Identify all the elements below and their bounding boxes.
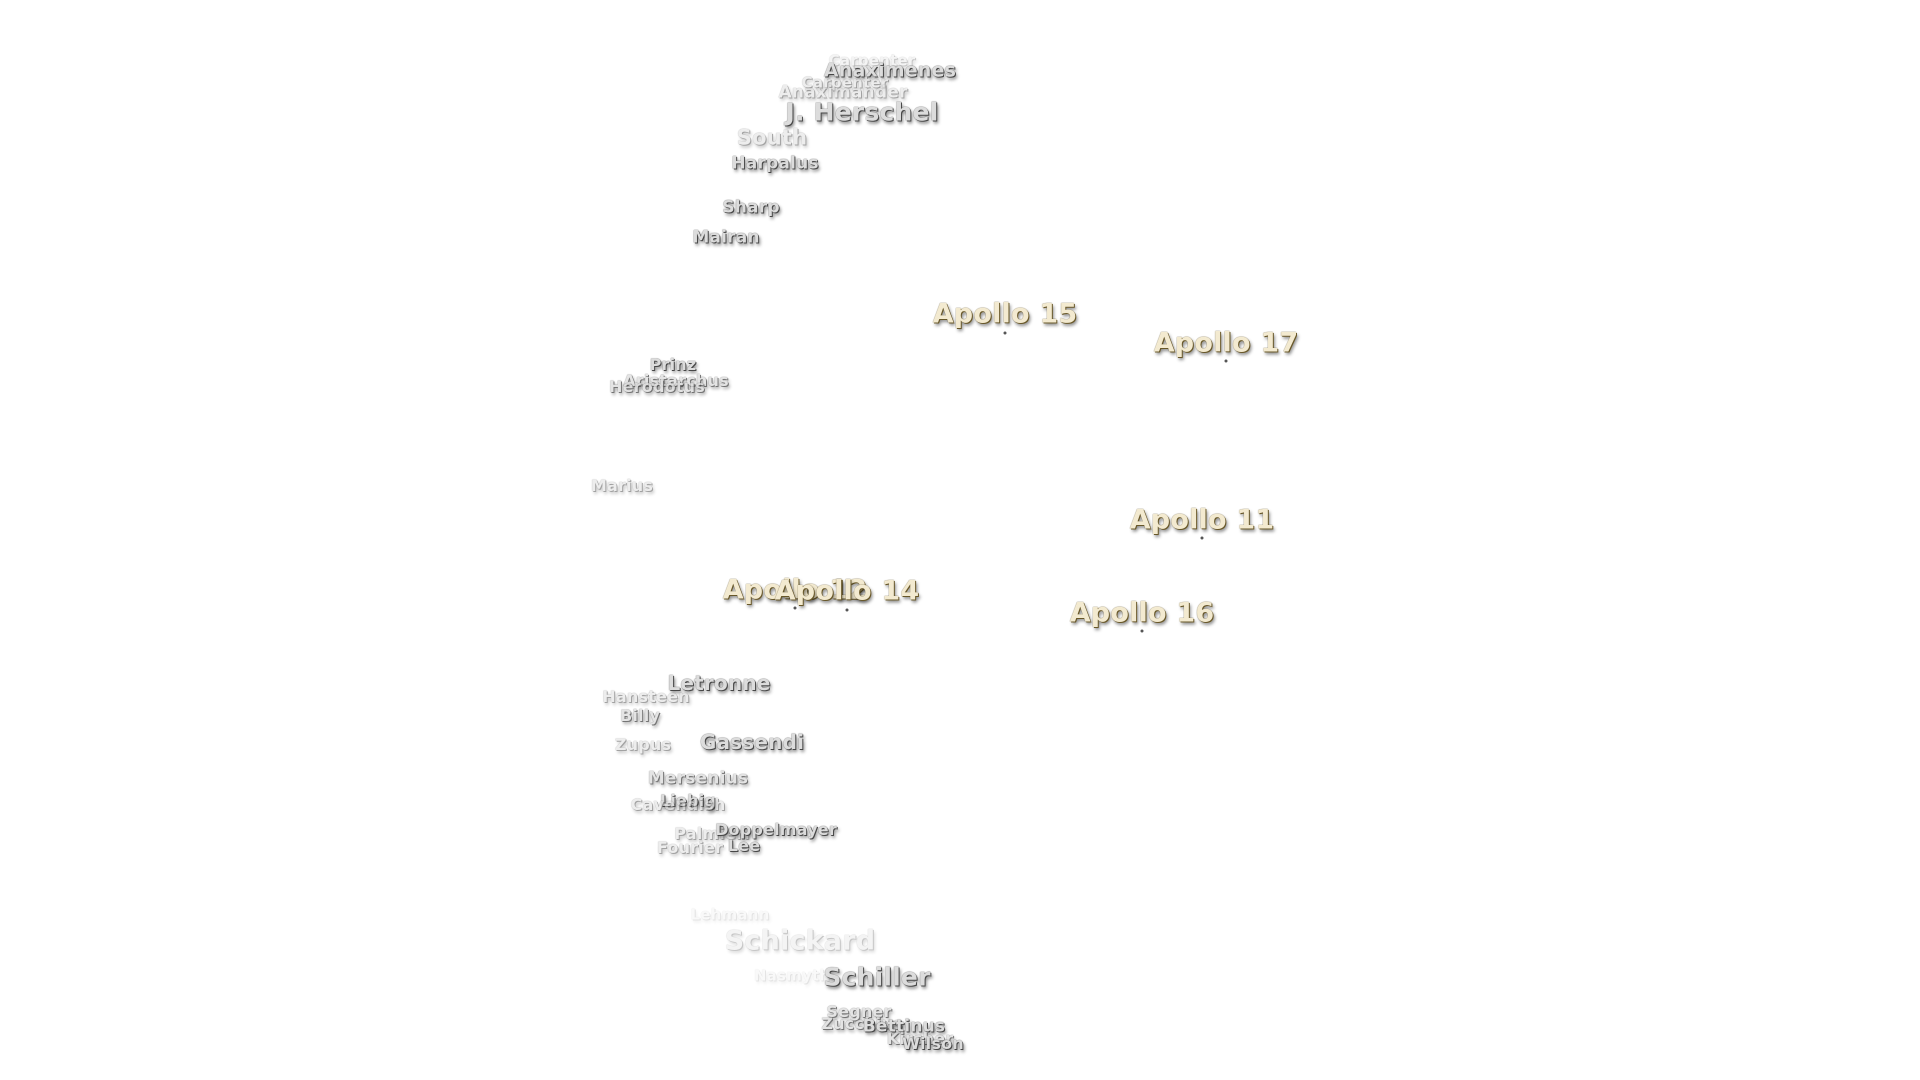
apollo-16-marker[interactable] xyxy=(1140,629,1144,633)
apollo-16-label[interactable]: Apollo 16 xyxy=(1069,597,1215,629)
crater-label[interactable]: Herodotus xyxy=(609,377,705,396)
crater-label[interactable]: Lee xyxy=(727,836,761,855)
crater-label[interactable]: Palmieri xyxy=(674,824,750,843)
crater-label[interactable]: Kircher xyxy=(886,1029,954,1048)
crater-label[interactable]: Cavendish xyxy=(630,795,726,814)
apollo-15-marker[interactable] xyxy=(1003,331,1007,335)
apollo-11-label[interactable]: Apollo 11 xyxy=(1129,504,1275,536)
apollo-12-label[interactable]: Apollo 12 xyxy=(722,574,868,606)
crater-label[interactable]: Liebig xyxy=(659,791,717,810)
crater-label[interactable]: Lehmann xyxy=(690,905,770,924)
apollo-12-marker[interactable] xyxy=(793,606,797,610)
apollo-14-label[interactable]: Apollo 14 xyxy=(774,575,920,607)
crater-label[interactable]: Sharp xyxy=(722,197,780,218)
crater-label[interactable]: Wilson xyxy=(902,1034,964,1053)
crater-label[interactable]: Zupus xyxy=(614,735,672,754)
crater-label[interactable]: Carpenter xyxy=(801,73,889,92)
crater-label[interactable]: Harpalus xyxy=(731,153,819,174)
apollo-14-marker[interactable] xyxy=(845,608,849,612)
crater-label[interactable]: Aristarchus xyxy=(623,371,729,390)
crater-label[interactable]: Nasmyth xyxy=(753,966,831,985)
crater-label[interactable]: Gassendi xyxy=(699,730,805,754)
apollo-11-marker[interactable] xyxy=(1200,536,1204,540)
crater-label[interactable]: Schickard xyxy=(724,925,876,957)
crater-label[interactable]: Mersenius xyxy=(647,768,749,789)
apollo-17-marker[interactable] xyxy=(1224,359,1228,363)
crater-label[interactable]: Anaximander xyxy=(778,82,908,103)
crater-label[interactable]: Doppelmayer xyxy=(715,820,837,839)
crater-label[interactable]: Segner xyxy=(826,1002,892,1021)
crater-label[interactable]: Prinz xyxy=(649,355,697,374)
crater-label[interactable]: Bettinus xyxy=(862,1016,946,1037)
crater-label[interactable]: Mairan xyxy=(692,227,760,248)
crater-label[interactable]: Letronne xyxy=(667,671,771,695)
crater-label[interactable]: J. Herschel xyxy=(785,97,939,127)
crater-label[interactable]: Carpenter xyxy=(828,51,916,70)
apollo-17-label[interactable]: Apollo 17 xyxy=(1153,327,1299,359)
crater-label[interactable]: Billy xyxy=(619,706,661,725)
crater-label[interactable]: Anaximenes xyxy=(823,59,957,82)
crater-label[interactable]: South xyxy=(736,125,808,150)
crater-label[interactable]: Zucchius xyxy=(821,1014,903,1033)
crater-label[interactable]: Fourier xyxy=(656,838,724,857)
crater-label[interactable]: Schiller xyxy=(823,962,931,992)
apollo-15-label[interactable]: Apollo 15 xyxy=(932,298,1078,330)
crater-label[interactable]: Hansteen xyxy=(602,687,690,706)
crater-label[interactable]: Marius xyxy=(590,476,654,495)
